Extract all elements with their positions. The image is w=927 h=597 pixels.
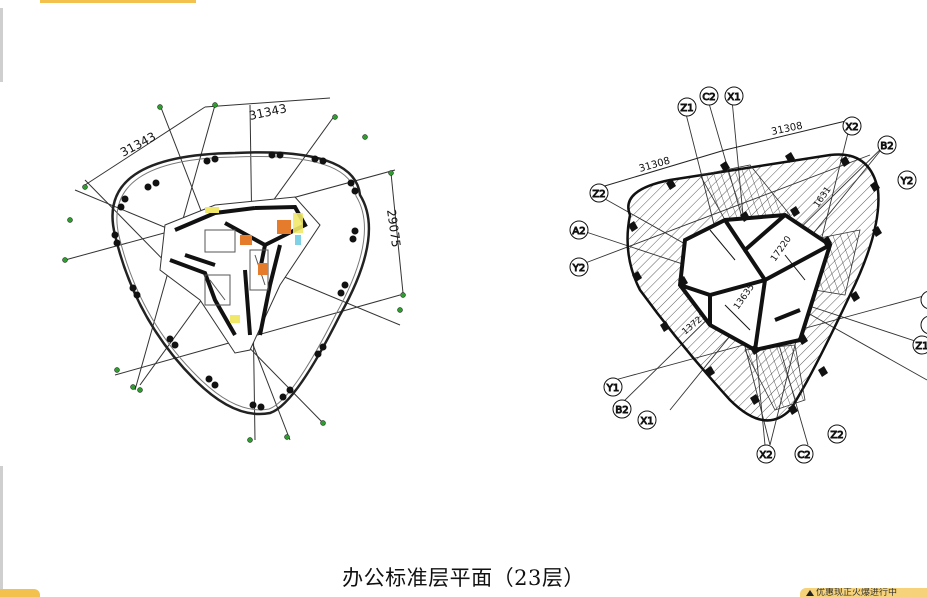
- svg-text:B2: B2: [880, 141, 893, 152]
- floor-plan-structural: 31308 31308 13635 17220 1631 13723: [560, 80, 927, 470]
- svg-text:Z2: Z2: [592, 189, 605, 200]
- svg-text:Z2: Z2: [830, 430, 843, 441]
- floor-plan-architectural: 31343 31343 29075: [55, 95, 415, 455]
- svg-text:Y2: Y2: [572, 263, 585, 274]
- grid-bubble: C2: [794, 444, 814, 464]
- grid-bubble: C2: [699, 86, 719, 106]
- svg-text:Z1: Z1: [915, 341, 927, 352]
- svg-text:Y1: Y1: [606, 383, 619, 394]
- promo-tab[interactable]: 优惠现正火爆进行中: [800, 588, 927, 597]
- grid-bubble: X1: [724, 86, 744, 106]
- grid-bubble: Z1: [677, 97, 697, 117]
- grid-bubble: Y2: [897, 170, 917, 190]
- svg-text:X2: X2: [759, 450, 772, 461]
- svg-text:Z1: Z1: [680, 103, 693, 114]
- grid-bubble: Z2: [589, 183, 609, 203]
- promo-tab-label: 优惠现正火爆进行中: [816, 588, 898, 597]
- grid-bubble: Z1: [912, 335, 927, 355]
- grid-bubble: X1: [637, 410, 657, 430]
- grid-bubble: X2: [842, 116, 862, 136]
- dimension-label: 31343: [118, 129, 158, 159]
- warning-icon: [806, 590, 814, 596]
- svg-text:X1: X1: [640, 416, 653, 427]
- svg-text:C2: C2: [702, 92, 715, 103]
- dimension-label: 31308: [638, 156, 672, 175]
- top-accent-bar: [40, 0, 196, 3]
- grid-bubble: A2: [569, 220, 589, 240]
- grid-bubble: Z2: [827, 424, 847, 444]
- grid-bubble: B2: [612, 399, 632, 419]
- dimension-label: 31343: [248, 101, 288, 123]
- svg-text:B2: B2: [615, 405, 628, 416]
- plan-caption: 办公标准层平面（23层）: [342, 566, 585, 590]
- left-edge-bar: [0, 8, 3, 82]
- svg-text:C2: C2: [797, 450, 810, 461]
- grid-bubble: B2: [877, 135, 897, 155]
- svg-text:X2: X2: [845, 122, 858, 133]
- left-edge-bar: [0, 466, 3, 597]
- svg-text:X1: X1: [727, 92, 740, 103]
- bottom-left-tab[interactable]: [0, 589, 40, 597]
- grid-bubble: X2: [756, 444, 776, 464]
- svg-text:A2: A2: [572, 226, 585, 237]
- svg-text:Y2: Y2: [900, 176, 913, 187]
- dimension-label: 29075: [384, 208, 403, 248]
- grid-bubble: Y2: [569, 257, 589, 277]
- grid-bubble: Y1: [603, 377, 623, 397]
